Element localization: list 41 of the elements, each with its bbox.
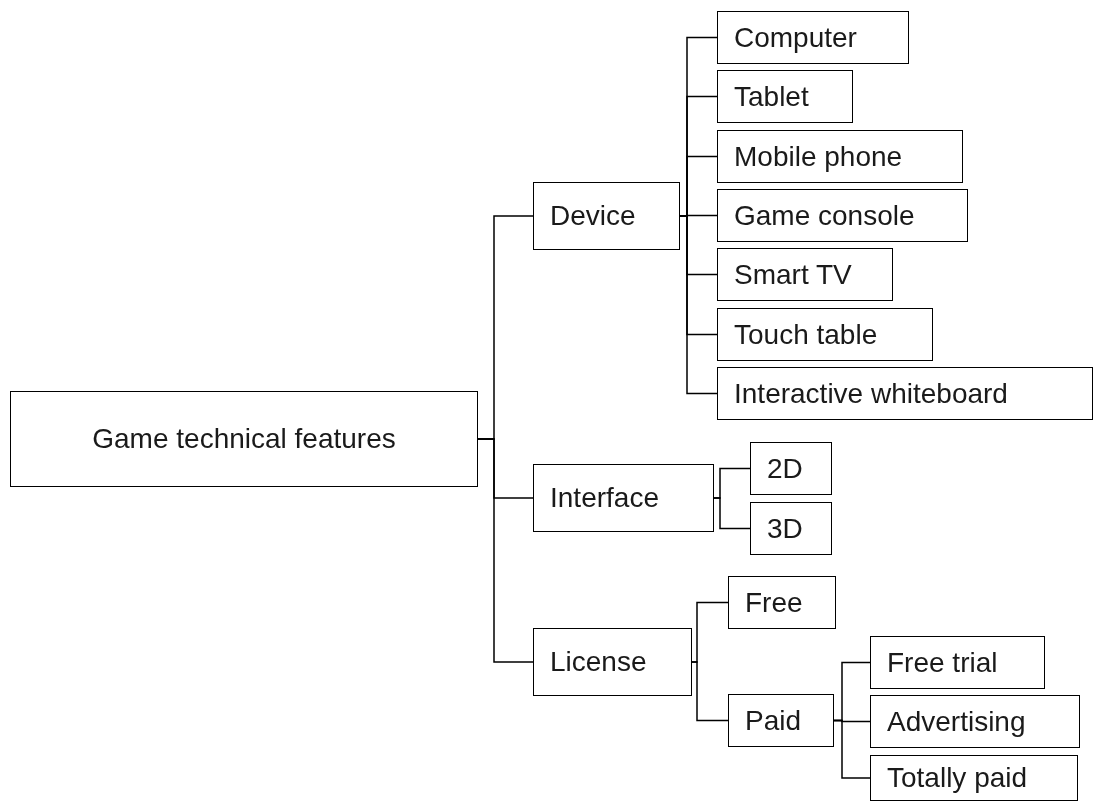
category-box	[533, 628, 692, 696]
node-label: Paid	[745, 704, 802, 737]
node-label: Smart TV	[734, 258, 852, 291]
node-label: Mobile phone	[734, 140, 903, 173]
category-box	[870, 755, 1078, 801]
category-box	[717, 130, 963, 183]
connector-line	[833, 719, 871, 779]
node-label: Free	[745, 586, 803, 619]
category-box	[750, 502, 832, 555]
connector-line	[477, 438, 534, 663]
connector-line	[713, 497, 751, 530]
node-label: Device	[550, 200, 636, 232]
category-box	[717, 308, 933, 361]
connector-line	[691, 661, 729, 722]
connector-line	[679, 215, 718, 395]
category-box	[728, 576, 836, 629]
node-label: Totally paid	[887, 762, 1028, 794]
category-box	[750, 442, 832, 495]
category-box	[533, 182, 680, 250]
category-box	[717, 189, 968, 242]
node-label: License	[550, 646, 647, 678]
node-label: Tablet	[734, 80, 809, 113]
node-label: 3D	[767, 512, 803, 545]
category-box	[870, 695, 1080, 748]
category-box	[728, 694, 834, 747]
node-label: Interactive whiteboard	[734, 377, 1008, 410]
node-label: Game console	[734, 199, 915, 232]
category-box	[870, 636, 1045, 689]
category-box	[717, 70, 853, 123]
category-box	[717, 11, 909, 64]
category-box	[717, 248, 893, 301]
node-label: Interface	[550, 482, 659, 514]
category-box	[533, 464, 714, 532]
node-label: Advertising	[887, 705, 1026, 738]
node-label: Free trial	[887, 646, 998, 679]
node-label: 2D	[767, 452, 803, 485]
node-label: Computer	[734, 21, 857, 54]
node-label: Game technical features	[92, 423, 396, 455]
category-box	[10, 391, 478, 487]
category-box	[717, 367, 1093, 420]
node-label: Touch table	[734, 318, 878, 351]
